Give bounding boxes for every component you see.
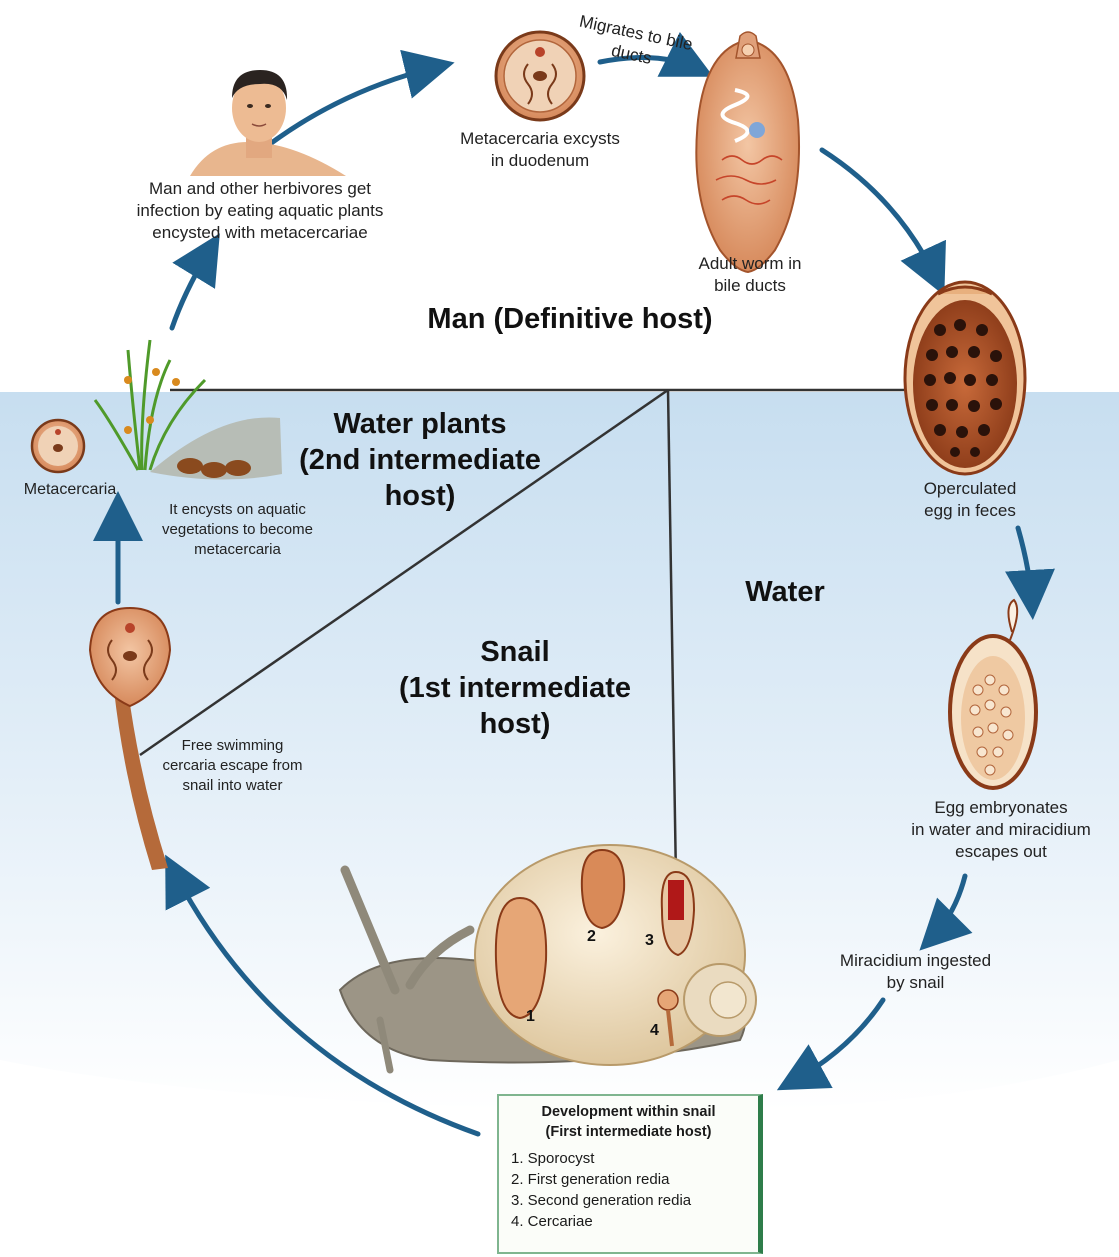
development-stage-list: 1. Sporocyst 2. First generation redia 3… (511, 1148, 746, 1232)
development-box-title-line1: Development within snail (511, 1102, 746, 1122)
label-operculated-egg: Operculated egg in feces (895, 478, 1045, 522)
zone-water-plants-line1: Water plants (275, 406, 565, 442)
label-man-infection-line3: encysted with metacercariae (100, 222, 420, 244)
arrow-plant-to-man (172, 246, 212, 328)
label-egg-embryonates: Egg embryonates in water and miracidium … (885, 797, 1117, 863)
zone-snail: Snail (1st intermediate host) (370, 634, 660, 742)
label-operculated-line1: Operculated (895, 478, 1045, 500)
development-stage-item: 1. Sporocyst (511, 1148, 746, 1169)
development-box: Development within snail (First intermed… (497, 1094, 763, 1254)
label-free-swimming-line3: snail into water (135, 776, 330, 796)
arrow-worm-to-egg (822, 150, 938, 282)
zone-definitive-host: Man (Definitive host) (400, 302, 740, 336)
snail-stage-4: 4 (650, 1022, 659, 1040)
development-stage-item: 4. Cercariae (511, 1211, 746, 1232)
metacercaria-small-icon (32, 420, 84, 472)
snail-stage-3: 3 (645, 932, 654, 950)
label-egg-embryonates-line2: in water and miracidium (885, 819, 1117, 841)
label-metacercaria-excysts: Metacercaria excysts in duodenum (425, 128, 655, 172)
zone-snail-line1: Snail (370, 634, 660, 670)
label-free-swimming: Free swimming cercaria escape from snail… (135, 736, 330, 796)
label-free-swimming-line2: cercaria escape from (135, 756, 330, 776)
label-encysts-line1: It encysts on aquatic (130, 500, 345, 520)
man-face-icon (190, 70, 346, 176)
label-metacercaria-excysts-line1: Metacercaria excysts (425, 128, 655, 150)
zone-water-plants-line2: (2nd intermediate (275, 442, 565, 478)
label-adult-worm-line2: bile ducts (670, 275, 830, 297)
label-metacercaria-excysts-line2: in duodenum (425, 150, 655, 172)
label-encysts: It encysts on aquatic vegetations to bec… (130, 500, 345, 560)
snail-stage-1: 1 (526, 1008, 535, 1026)
zone-snail-line2: (1st intermediate (370, 670, 660, 706)
zone-water-plants: Water plants (2nd intermediate host) (275, 406, 565, 514)
development-box-title-line2: (First intermediate host) (511, 1122, 746, 1142)
label-encysts-line2: vegetations to become (130, 520, 345, 540)
zone-snail-line3: host) (370, 706, 660, 742)
label-egg-embryonates-line1: Egg embryonates (885, 797, 1117, 819)
snail-stage-2: 2 (587, 928, 596, 946)
egg-icon (905, 282, 1025, 474)
label-adult-worm-line1: Adult worm in (670, 253, 830, 275)
label-miracidium-line1: Miracidium ingested (808, 950, 1023, 972)
label-miracidium: Miracidium ingested by snail (808, 950, 1023, 994)
fluke-worm-icon (696, 32, 799, 272)
label-encysts-line3: metacercaria (130, 540, 345, 560)
label-man-infection-line1: Man and other herbivores get (100, 178, 420, 200)
label-egg-embryonates-line3: escapes out (885, 841, 1117, 863)
label-operculated-line2: egg in feces (895, 500, 1045, 522)
zone-water: Water (720, 575, 850, 609)
label-man-infection-line2: infection by eating aquatic plants (100, 200, 420, 222)
label-metacercaria: Metacercaria (4, 479, 136, 501)
label-adult-worm: Adult worm in bile ducts (670, 253, 830, 297)
label-man-infection: Man and other herbivores get infection b… (100, 178, 420, 244)
label-miracidium-line2: by snail (808, 972, 1023, 994)
label-free-swimming-line1: Free swimming (135, 736, 330, 756)
development-stage-item: 2. First generation redia (511, 1169, 746, 1190)
development-stage-item: 3. Second generation redia (511, 1190, 746, 1211)
arrow-man-to-excyst (262, 66, 440, 150)
